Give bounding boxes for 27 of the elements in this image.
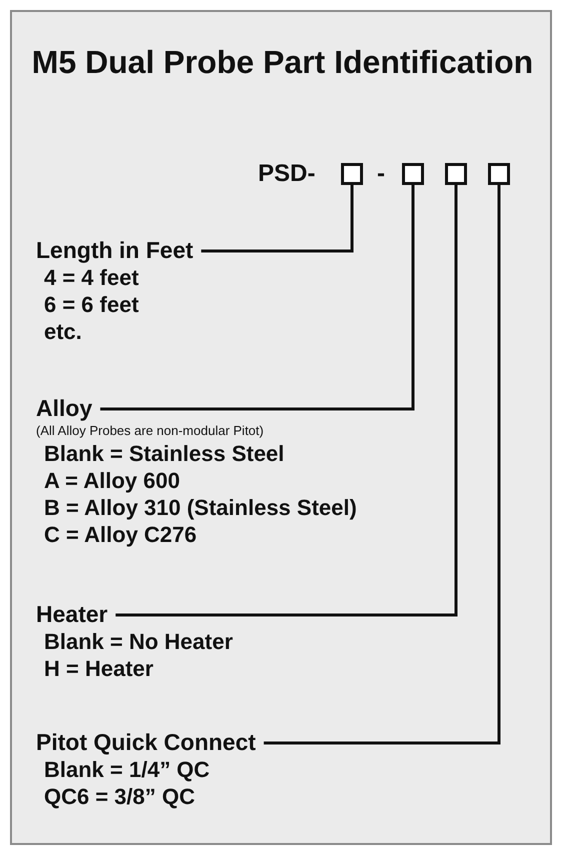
code-slot-box bbox=[445, 163, 467, 185]
code-slot-box bbox=[402, 163, 424, 185]
leader-line bbox=[201, 185, 354, 252]
code-slot-box bbox=[488, 163, 510, 185]
part-number-prefix: PSD- bbox=[258, 160, 316, 188]
option-heading: Pitot Quick Connect bbox=[36, 728, 256, 756]
option-note: (All Alloy Probes are non-modular Pitot) bbox=[36, 422, 265, 440]
option-value: Blank = Stainless Steel bbox=[43, 440, 286, 467]
leader-line bbox=[100, 185, 414, 410]
option-value: etc. bbox=[43, 318, 83, 345]
option-value: QC6 = 3/8” QC bbox=[43, 783, 196, 810]
option-value: 4 = 4 feet bbox=[43, 264, 140, 291]
option-heading: Length in Feet bbox=[36, 236, 194, 264]
option-heading: Heater bbox=[36, 600, 108, 628]
diagram-title: M5 Dual Probe Part Identification bbox=[30, 44, 534, 80]
part-number-prefix: - bbox=[377, 160, 385, 188]
option-value: B = Alloy 310 (Stainless Steel) bbox=[43, 494, 357, 521]
option-heading: Alloy bbox=[36, 394, 92, 422]
option-value: A = Alloy 600 bbox=[43, 467, 181, 494]
option-value: Blank = 1/4” QC bbox=[43, 756, 211, 783]
option-value: H = Heater bbox=[43, 655, 154, 682]
option-value: C = Alloy C276 bbox=[43, 521, 198, 548]
option-value: Blank = No Heater bbox=[43, 628, 233, 655]
leader-line bbox=[264, 185, 500, 744]
option-value: 6 = 6 feet bbox=[43, 291, 140, 318]
code-slot-box bbox=[341, 163, 363, 185]
leader-line bbox=[116, 185, 458, 616]
